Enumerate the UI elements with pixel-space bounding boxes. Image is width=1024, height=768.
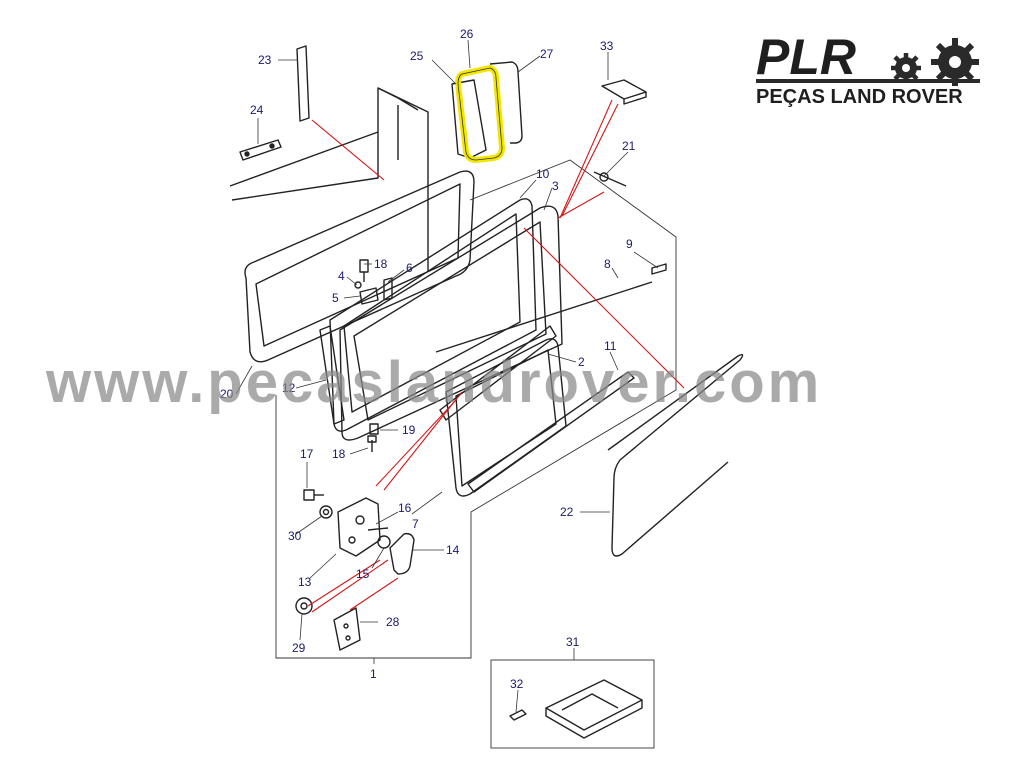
gear-icon: [931, 38, 979, 86]
part-3-glass-frame: [339, 205, 563, 441]
part-8-runner: [435, 281, 653, 353]
callout-13: 13: [298, 575, 312, 589]
part-22-window-seal: [607, 353, 744, 557]
callout-25: 25: [410, 49, 424, 63]
callout-2: 2: [578, 355, 585, 369]
part-29-knob: [295, 597, 313, 615]
callout-19: 19: [402, 423, 416, 437]
kit-inset-box: [490, 659, 655, 749]
part-21-pin: [593, 171, 627, 187]
callout-33: 33: [600, 39, 614, 53]
callout-18-lower: 18: [332, 447, 346, 461]
part-26-seal-highlighted: [454, 64, 506, 164]
part-18-screw: [359, 259, 369, 282]
assembly-guide-lines: [307, 99, 685, 613]
callout-17: 17: [300, 447, 314, 461]
logo-subtitle: PEÇAS LAND ROVER: [756, 86, 963, 108]
part-17-bolt: [303, 489, 324, 501]
part-33-pad: [601, 79, 647, 105]
callout-8: 8: [604, 257, 611, 271]
logo-brand: PLR: [756, 29, 856, 85]
logo-divider: [756, 79, 980, 83]
callout-24: 24: [250, 103, 264, 117]
part-5-clip: [359, 287, 379, 305]
part-32-shim: [509, 709, 527, 721]
body-side-panel: [229, 87, 429, 272]
callout-32: 32: [510, 677, 524, 691]
callout-27: 27: [540, 47, 554, 61]
callout-5: 5: [332, 291, 339, 305]
callout-18-upper: 18: [374, 257, 388, 271]
plr-logo: PLR PEÇAS LAND ROVER: [756, 29, 980, 108]
part-15-bush: [377, 535, 391, 549]
callout-15: 15: [356, 567, 370, 581]
part-6-strip: [383, 277, 393, 301]
small-gear-icon: [891, 53, 921, 83]
callout-26: 26: [460, 27, 474, 41]
part-2-glass-panel: [439, 325, 557, 421]
callout-22: 22: [560, 505, 574, 519]
part-12-frame: [319, 325, 345, 425]
callout-31: 31: [566, 635, 580, 649]
callout-23: 23: [258, 53, 272, 67]
callout-12: 12: [282, 381, 296, 395]
callout-labels: 1 2 3 4 5 6 7 8 9 10 11 12 13 14 15 16 1…: [220, 27, 636, 691]
callout-14: 14: [446, 543, 460, 557]
part-18-lower-screw: [367, 435, 377, 452]
site-watermark: www.pecaslandrover.com: [45, 350, 822, 415]
part-16-spindle: [367, 527, 389, 531]
callout-29: 29: [292, 641, 306, 655]
part-13-latch-body: [337, 497, 381, 557]
part-30-washer: [319, 505, 333, 519]
part-28-backing-plate: [333, 607, 361, 651]
part-9-end-cap: [651, 263, 667, 275]
callout-10: 10: [536, 167, 550, 181]
callout-leaders: [235, 39, 659, 713]
callout-21: 21: [622, 139, 636, 153]
assembly-outline: [275, 159, 677, 659]
callout-20: 20: [220, 387, 234, 401]
part-24-bracket: [239, 139, 282, 161]
part-10-glass-channel: [329, 198, 537, 432]
part-4-bolt: [354, 281, 362, 289]
callout-4: 4: [338, 269, 345, 283]
callout-11: 11: [604, 339, 617, 353]
part-19-pin: [369, 423, 379, 435]
callout-9: 9: [626, 237, 633, 251]
callout-1: 1: [370, 667, 377, 681]
part-14-handle-cover: [389, 532, 415, 575]
callout-30: 30: [288, 529, 302, 543]
part-11-bottom-channel: [467, 371, 635, 493]
callout-28: 28: [386, 615, 400, 629]
callout-16: 16: [398, 501, 412, 515]
callout-6: 6: [406, 261, 413, 275]
callout-3: 3: [552, 179, 559, 193]
callout-7: 7: [412, 517, 419, 531]
part-31-tray: [545, 679, 643, 739]
part-25-seal: [451, 79, 487, 159]
part-23-trim-strip: [296, 45, 310, 122]
part-27-seal: [489, 61, 523, 144]
